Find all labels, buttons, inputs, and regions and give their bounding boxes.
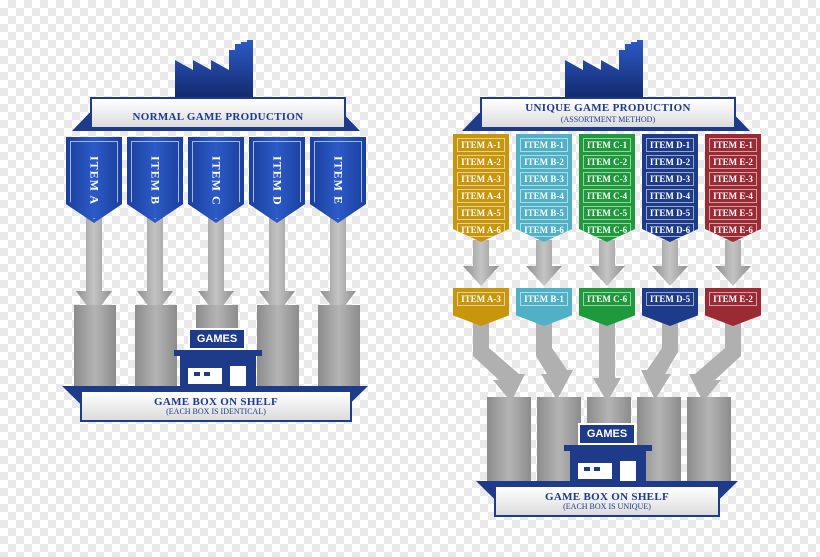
item-cell: ITEM D-2 <box>646 155 694 169</box>
item-label: ITEM C <box>209 156 224 206</box>
store-icon: GAMES <box>564 423 652 485</box>
normal-production-title: NORMAL GAME PRODUCTION <box>90 97 346 129</box>
item-cell: ITEM B-2 <box>520 155 568 169</box>
item-banner-e: ITEM E <box>310 137 366 223</box>
game-box <box>487 397 531 485</box>
picked-item-label: ITEM D-5 <box>646 292 694 306</box>
item-cell: ITEM D-6 <box>646 223 694 237</box>
picked-item-label: ITEM C-6 <box>583 292 631 306</box>
game-box <box>687 397 731 485</box>
item-cell: ITEM C-2 <box>583 155 631 169</box>
shelf-subtitle: (EACH BOX IS IDENTICAL) <box>166 407 266 416</box>
item-column-d: ITEM D-1 ITEM D-2 ITEM D-3 ITEM D-4 ITEM… <box>642 134 698 242</box>
item-banner-a: ITEM A <box>66 137 122 223</box>
item-cell: ITEM C-4 <box>583 189 631 203</box>
shelf-title: GAME BOX ON SHELF <box>154 396 278 408</box>
shelf-title: GAME BOX ON SHELF <box>545 491 669 503</box>
item-cell: ITEM E-5 <box>709 206 757 220</box>
pick-arrows <box>463 240 751 286</box>
factory-icon <box>565 40 643 100</box>
item-cell: ITEM E-6 <box>709 223 757 237</box>
item-cell: ITEM B-5 <box>520 206 568 220</box>
item-cell: ITEM D-4 <box>646 189 694 203</box>
picked-item-a: ITEM A-3 <box>453 288 509 326</box>
game-box <box>318 305 360 391</box>
item-cell: ITEM E-2 <box>709 155 757 169</box>
flow-arrows <box>76 215 356 315</box>
store-icon: GAMES <box>174 328 262 390</box>
item-cell: ITEM C-1 <box>583 138 631 152</box>
shelf-subtitle: (EACH BOX IS UNIQUE) <box>563 502 651 511</box>
game-box <box>257 305 299 391</box>
item-column-b: ITEM B-1 ITEM B-2 ITEM B-3 ITEM B-4 ITEM… <box>516 134 572 242</box>
picked-item-e: ITEM E-2 <box>705 288 761 326</box>
item-column-c: ITEM C-1 ITEM C-2 ITEM C-3 ITEM C-4 ITEM… <box>579 134 635 242</box>
unique-production-title: UNIQUE GAME PRODUCTION (ASSORTMENT METHO… <box>480 97 736 129</box>
item-cell: ITEM A-4 <box>457 189 505 203</box>
item-label: ITEM D <box>270 156 285 206</box>
item-cell: ITEM C-3 <box>583 172 631 186</box>
item-cell: ITEM C-6 <box>583 223 631 237</box>
subtitle-text: (ASSORTMENT METHOD) <box>560 115 656 124</box>
item-cell: ITEM E-4 <box>709 189 757 203</box>
item-label: ITEM E <box>331 156 346 206</box>
shelf-caption: GAME BOX ON SHELF (EACH BOX IS IDENTICAL… <box>80 390 352 422</box>
item-cell: ITEM E-1 <box>709 138 757 152</box>
item-cell: ITEM B-6 <box>520 223 568 237</box>
item-cell: ITEM B-3 <box>520 172 568 186</box>
picked-item-label: ITEM E-2 <box>709 292 757 306</box>
item-label: ITEM B <box>148 156 163 206</box>
factory-icon <box>175 40 253 100</box>
picked-item-label: ITEM B-1 <box>520 292 568 306</box>
item-cell: ITEM A-3 <box>457 172 505 186</box>
item-cell: ITEM A-2 <box>457 155 505 169</box>
store-sign: GAMES <box>188 328 246 350</box>
shelf-caption: GAME BOX ON SHELF (EACH BOX IS UNIQUE) <box>494 485 720 517</box>
item-cell: ITEM A-5 <box>457 206 505 220</box>
game-box <box>135 305 177 391</box>
item-cell: ITEM B-4 <box>520 189 568 203</box>
item-cell: ITEM D-1 <box>646 138 694 152</box>
title-text: UNIQUE GAME PRODUCTION <box>525 102 691 114</box>
item-column-e: ITEM E-1 ITEM E-2 ITEM E-3 ITEM E-4 ITEM… <box>705 134 761 242</box>
title-text: NORMAL GAME PRODUCTION <box>132 111 304 123</box>
picked-item-d: ITEM D-5 <box>642 288 698 326</box>
item-cell: ITEM C-5 <box>583 206 631 220</box>
picked-item-c: ITEM C-6 <box>579 288 635 326</box>
item-cell: ITEM A-6 <box>457 223 505 237</box>
item-cell: ITEM D-3 <box>646 172 694 186</box>
item-label: ITEM A <box>87 156 102 206</box>
store-sign: GAMES <box>578 423 636 445</box>
picked-item-label: ITEM A-3 <box>457 292 505 306</box>
item-column-a: ITEM A-1 ITEM A-2 ITEM A-3 ITEM A-4 ITEM… <box>453 134 509 242</box>
item-cell: ITEM D-5 <box>646 206 694 220</box>
item-cell: ITEM A-1 <box>457 138 505 152</box>
item-banner-b: ITEM B <box>127 137 183 223</box>
game-box <box>74 305 116 391</box>
picked-item-b: ITEM B-1 <box>516 288 572 326</box>
item-banner-d: ITEM D <box>249 137 305 223</box>
item-cell: ITEM E-3 <box>709 172 757 186</box>
item-banner-c: ITEM C <box>188 137 244 223</box>
item-cell: ITEM B-1 <box>520 138 568 152</box>
converge-arrows <box>473 322 741 402</box>
